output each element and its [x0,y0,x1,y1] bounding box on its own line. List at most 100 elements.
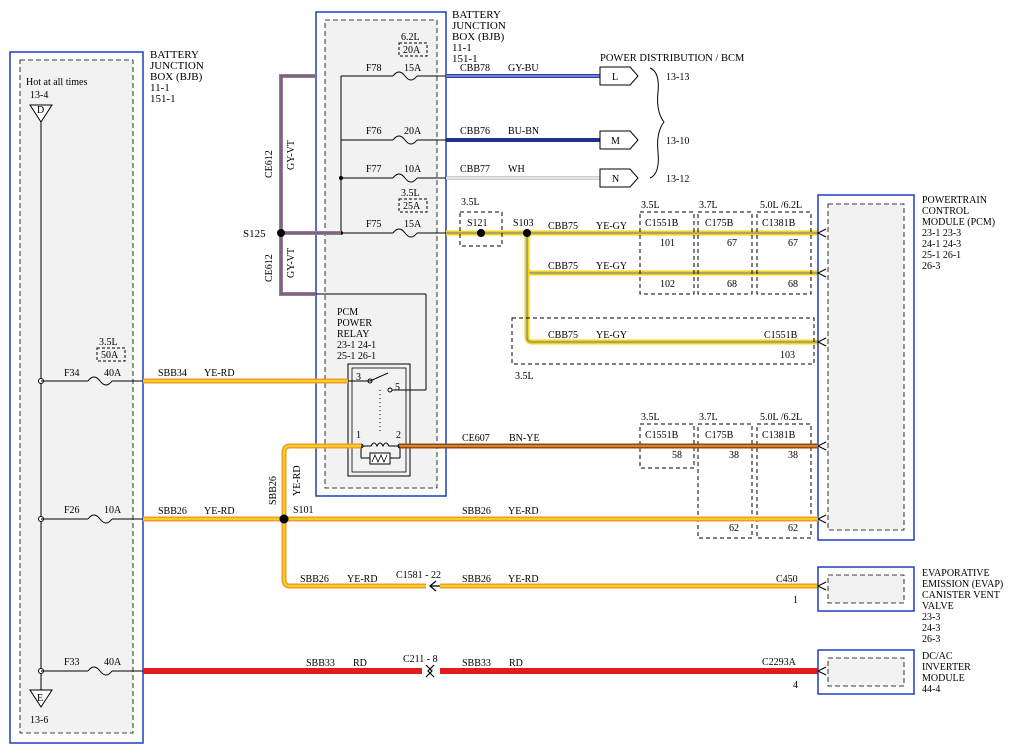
pcm-title-1: POWERTRAIN [922,195,987,206]
ce612-circuit-top: CE612 [264,150,275,178]
dcac-ref-1: 44-4 [922,684,940,695]
fuse-f78-icon [392,71,418,81]
fuse-f77-name: F77 [366,164,382,175]
row1-pin-2: 67 [727,238,737,249]
pcm-ref-3: 25-1 26-1 [922,250,961,261]
fuse-f34-rating: 40A [104,368,122,379]
row4-pin-2: 38 [729,450,739,461]
evap-ref-3: 26-3 [922,634,940,645]
row3-pin: 103 [780,350,795,361]
sbb26-color-2: YE-RD [508,506,539,517]
evap-pin: 1 [793,595,798,606]
splice-s121-icon [477,229,485,237]
lower-variant-35: 3.5L [641,412,660,423]
splice-s125-icon [277,229,285,237]
fuse-f77-icon [392,173,418,183]
relay-title-1: PCM [337,307,358,318]
relay-ref-1: 23-1 24-1 [337,340,376,351]
relay-pin-1: 1 [356,430,361,441]
fuse-f26-rating: 10A [104,505,122,516]
connector-l-ref: 13-13 [666,72,689,83]
evap-module: EVAPORATIVE EMISSION (EVAP) CANISTER VEN… [816,566,1003,645]
connector-m-ref: 13-10 [666,136,689,147]
fuse-f34-name: F34 [64,368,80,379]
connector-e-icon [29,689,53,708]
wire-cbb75: 3.5L S121 S103 CBB75 YE-GY CBB75 YE-GY C… [446,197,818,382]
lower-variant-50: 5.0L /6.2L [760,412,802,423]
wire-sbb34: SBB34 YE-RD [143,368,370,384]
fuse-f75-icon [392,228,418,238]
splice-s101-icon [279,514,289,524]
dcac-connector: C2293A [762,657,797,668]
cbb75-color-3: YE-GY [596,330,627,341]
lower-c1551b: C1551B [645,430,679,441]
cbb77-circuit: CBB77 [460,164,490,175]
row4-pin-1: 58 [672,450,682,461]
row2-pin-3: 68 [788,279,798,290]
fuse-f78-variant-rating: 20A [403,45,421,56]
row2-pin-2: 68 [727,279,737,290]
sbb33-circuit-1: SBB33 [306,658,335,669]
splice-s103-label: S103 [513,218,534,229]
sbb34-color: YE-RD [204,368,235,379]
cbb76-color: BU-BN [508,126,539,137]
bjb-right-title-3: BOX (BJB) [452,31,505,43]
ce612-circuit-bot: CE612 [264,254,275,282]
relay-pin-2: 2 [396,430,401,441]
cbb77-color: WH [508,164,525,175]
hot-at-all-times-label: Hot at all times [26,77,87,88]
bjb-right-title-2: JUNCTION [452,20,506,32]
fuse-f26-icon [87,514,113,524]
bjb-right: BATTERY JUNCTION BOX (BJB) 11-1 151-1 F7… [315,9,506,497]
evap-title-1: EVAPORATIVE [922,568,990,579]
row1-pin-1: 101 [660,238,675,249]
bjb-left-title-3: BOX (BJB) [150,71,203,83]
sbb26-circuit-v: SBB26 [268,476,279,505]
relay-box [347,363,411,477]
wire-sbb26: S101 SBB26 YE-RD SBB26 YE-RD SBB26 YE-RD… [143,443,818,606]
connector-n-ref: 13-12 [666,174,689,185]
row3-variant: 3.5L [515,371,534,382]
sbb33-color-2: RD [509,658,523,669]
cbb75-circuit-3: CBB75 [548,330,578,341]
connector-n-icon [599,168,639,188]
upper-variant-35: 3.5L [641,200,660,211]
relay-coil-icon [361,442,400,448]
upper-c1381b: C1381B [762,218,796,229]
connector-d-label: D [37,105,44,116]
pcm-ref-2: 24-1 24-3 [922,239,961,250]
dcac-module: DC/AC INVERTER MODULE 44-4 [816,649,971,695]
cbb75-circuit-2: CBB75 [548,261,578,272]
power-distribution: POWER DISTRIBUTION / BCM CBB78 GY-BU L 1… [446,53,745,188]
splice-s121-label: S121 [467,218,488,229]
cbb78-circuit: CBB78 [460,63,490,74]
bjb-left-title-1: BATTERY [150,49,199,61]
fuse-f76-rating: 20A [404,126,422,137]
relay-ref-2: 25-1 26-1 [337,351,376,362]
upper-variant-37: 3.7L [699,200,718,211]
evap-title-2: EMISSION (EVAP) [922,579,1003,590]
sbb33-color-1: RD [353,658,367,669]
connector-columns-lower: 3.5L 3.7L 5.0L /6.2L C1551B C175B C1381B… [639,412,812,539]
pcm-title-3: MODULE (PCM) [922,217,995,228]
sbb26-circuit-1: SBB26 [158,506,187,517]
sbb34-circuit: SBB34 [158,368,187,379]
top-ref: 13-4 [30,90,48,101]
lower-c1381b: C1381B [762,430,796,441]
fuse-f33-icon [87,666,113,676]
connector-columns-upper: 3.5L 3.7L 5.0L /6.2L C1551B C175B C1381B… [639,200,812,295]
ce607-color: BN-YE [509,433,540,444]
row2-pin-1: 102 [660,279,675,290]
connector-n-label: N [612,174,619,185]
relay-pin-5: 5 [395,382,400,393]
sbb26-color-3: YE-RD [347,574,378,585]
bjb-left-ref-1: 11-1 [150,82,170,94]
connector-l-label: L [612,72,618,83]
fuse-f75-variant-rating: 25A [403,201,421,212]
fuse-f75-variant: 3.5L [401,188,420,199]
splice-s103-icon [523,229,531,237]
row4-pin-3: 38 [788,450,798,461]
ce612-color-top: GY-VT [286,140,297,170]
cbb78-color: GY-BU [508,63,539,74]
